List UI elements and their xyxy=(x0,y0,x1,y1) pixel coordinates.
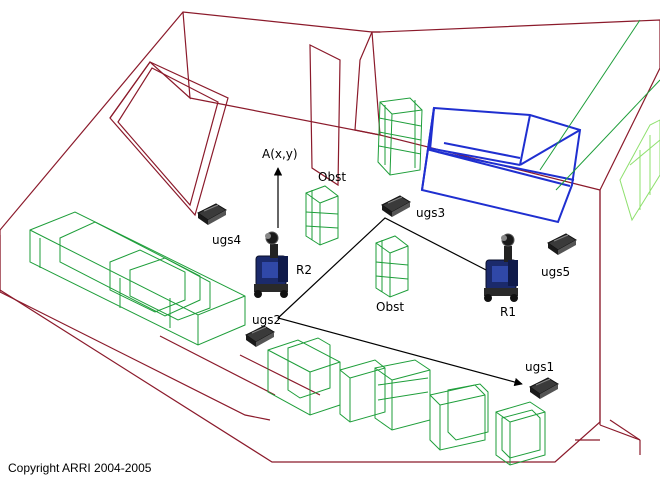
highlighted-box xyxy=(420,106,582,224)
ugs5-label: ugs5 xyxy=(541,265,570,279)
obst-label-top: Obst xyxy=(318,170,346,184)
robot-label-r2: R2 xyxy=(296,263,312,277)
robot-label-r1: R1 xyxy=(500,305,516,319)
robot-r2 xyxy=(254,231,288,298)
room-walls xyxy=(0,11,660,463)
obstacle-box-obst-top xyxy=(305,185,339,246)
obst-label-mid: Obst xyxy=(376,300,404,314)
robot-path xyxy=(273,167,523,387)
path-r1-to-ugs1 xyxy=(276,217,523,387)
obstacle-desks-bottom xyxy=(267,337,546,466)
target-label: A(x,y) xyxy=(262,147,298,161)
robot-r1 xyxy=(484,233,518,302)
obstacle-cabinet-left xyxy=(29,211,246,346)
ugs2-label: ugs2 xyxy=(252,313,281,327)
ugs3-label: ugs3 xyxy=(416,206,445,220)
ugs4-label: ugs4 xyxy=(212,233,241,247)
ugs-sensor-3 xyxy=(381,195,411,217)
copyright-text: Copyright ARRI 2004-2005 xyxy=(8,461,152,475)
ugs-sensor-4 xyxy=(197,203,227,225)
window-right xyxy=(619,119,660,222)
obstacle-shelf-top xyxy=(377,97,423,176)
ugs1-label: ugs1 xyxy=(525,360,554,374)
obstacle-box-obst-mid xyxy=(375,235,409,298)
ugs-sensor-5 xyxy=(547,233,577,255)
ugs-sensor-1 xyxy=(529,377,559,399)
ugs-sensor-2 xyxy=(245,325,275,347)
